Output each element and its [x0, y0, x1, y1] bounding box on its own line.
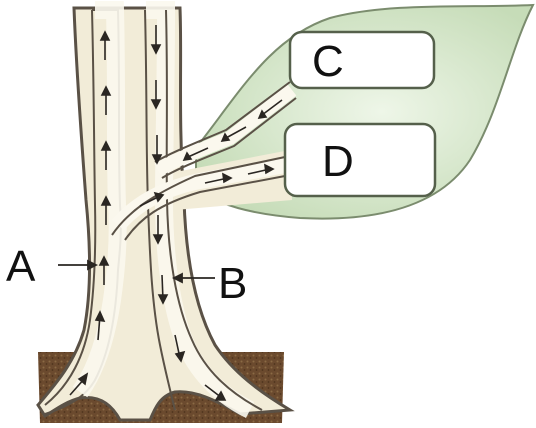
label-a: A — [6, 245, 35, 289]
label-c: C — [312, 40, 344, 84]
cell-d — [285, 124, 435, 196]
label-d: D — [322, 140, 354, 184]
label-b: B — [218, 262, 247, 306]
